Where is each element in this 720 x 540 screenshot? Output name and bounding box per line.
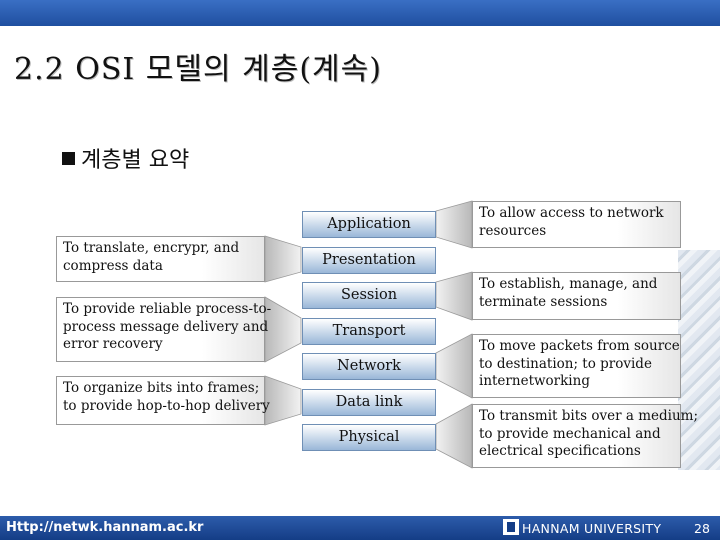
wedge-session (436, 272, 472, 320)
layer-application: Application (302, 211, 436, 238)
desc-line: To provide reliable process-to- (63, 301, 258, 319)
desc-line: To allow access to network (479, 205, 674, 223)
university-logo-icon (503, 519, 519, 535)
desc-line: To transmit bits over a medium; (479, 408, 674, 426)
wedge-application (436, 201, 472, 248)
desc-session: To establish, manage, and terminate sess… (472, 272, 681, 320)
desc-line: to destination; to provide (479, 356, 674, 374)
desc-line: resources (479, 223, 674, 241)
layer-presentation: Presentation (302, 247, 436, 274)
footer-url[interactable]: Http://netwk.hannam.ac.kr (6, 520, 203, 535)
page-number: 28 (694, 521, 710, 536)
desc-line: To organize bits into frames; (63, 380, 258, 398)
desc-line: compress data (63, 258, 258, 276)
desc-transport: To provide reliable process-to- process … (56, 297, 265, 362)
layer-physical: Physical (302, 424, 436, 451)
desc-line: internetworking (479, 373, 674, 391)
desc-line: error recovery (63, 336, 258, 354)
desc-line: To translate, encrypr, and (63, 240, 258, 258)
footer-bar: Http://netwk.hannam.ac.kr HANNAM UNIVERS… (0, 516, 720, 540)
desc-line: to provide mechanical and (479, 426, 674, 444)
desc-application: To allow access to network resources (472, 201, 681, 248)
desc-line: To establish, manage, and (479, 276, 674, 294)
layer-session: Session (302, 282, 436, 309)
layer-transport: Transport (302, 318, 436, 345)
footer-university: HANNAM UNIVERSITY (522, 521, 661, 536)
wedge-network (436, 334, 472, 398)
desc-line: to provide hop-to-hop delivery (63, 398, 258, 416)
desc-data-link: To organize bits into frames; to provide… (56, 376, 265, 425)
desc-line: electrical specifications (479, 443, 674, 461)
layer-network: Network (302, 353, 436, 380)
desc-line: process message delivery and (63, 319, 258, 337)
wedge-presentation (265, 236, 301, 282)
desc-line: terminate sessions (479, 294, 674, 312)
wedge-data-link (265, 376, 301, 425)
desc-physical: To transmit bits over a medium; to provi… (472, 404, 681, 468)
desc-line: To move packets from source (479, 338, 674, 356)
desc-network: To move packets from source to destinati… (472, 334, 681, 398)
wedge-physical (436, 404, 472, 468)
desc-presentation: To translate, encrypr, and compress data (56, 236, 265, 282)
layer-data-link: Data link (302, 389, 436, 416)
